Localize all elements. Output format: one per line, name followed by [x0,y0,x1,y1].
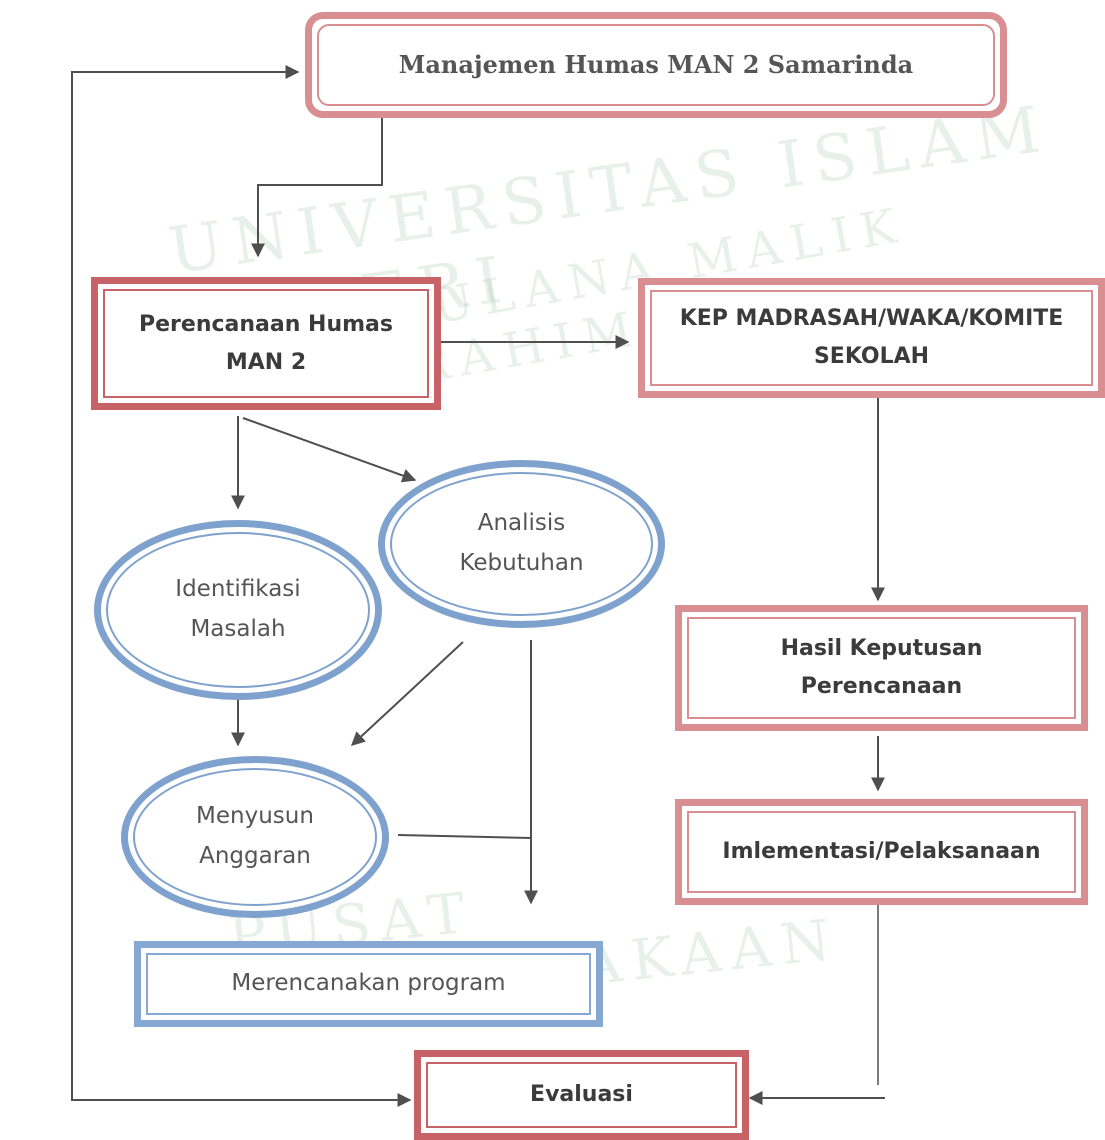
node-manajemen-humas: Manajemen Humas MAN 2 Samarinda [305,12,1007,118]
node-hasil-keputusan-label: Hasil Keputusan Perencanaan [780,636,983,699]
node-hasil-keputusan: Hasil Keputusan Perencanaan [675,605,1088,731]
arrow-left-to-manajemen [71,65,300,1040]
arrow-left-to-evaluasi [71,1040,412,1107]
node-kep-madrasah: KEP MADRASAH/WAKA/KOMITE SEKOLAH [638,278,1105,398]
node-menyusun-anggaran: Menyusun Anggaran [121,756,389,918]
node-identifikasi-masalah-label: Identifikasi Masalah [175,576,301,642]
node-analisis-kebutuhan-label: Analisis Kebutuhan [459,510,584,576]
arrow-analisis-to-menyusun [350,641,464,746]
node-evaluasi-label: Evaluasi [530,1082,633,1108]
node-analisis-kebutuhan: Analisis Kebutuhan [378,460,665,628]
arrow-perencanaan-to-analisis [242,417,417,483]
node-menyusun-anggaran-label: Menyusun Anggaran [196,803,314,869]
line-menyusun-join [397,834,532,839]
node-merencanakan-program: Merencanakan program [134,941,603,1027]
node-perencanaan-humas: Perencanaan Humas MAN 2 [91,277,441,410]
arrow-manajemen-to-perencanaan [251,116,383,258]
node-implementasi: Imlementasi/Pelaksanaan [675,799,1088,905]
node-perencanaan-humas-label: Perencanaan Humas MAN 2 [139,311,393,375]
node-implementasi-label: Imlementasi/Pelaksanaan [722,839,1041,865]
node-identifikasi-masalah: Identifikasi Masalah [94,520,382,700]
node-evaluasi: Evaluasi [414,1050,749,1140]
node-merencanakan-program-label: Merencanakan program [231,970,506,997]
node-manajemen-humas-label: Manajemen Humas MAN 2 Samarinda [398,50,914,80]
node-kep-madrasah-label: KEP MADRASAH/WAKA/KOMITE SEKOLAH [679,306,1064,369]
